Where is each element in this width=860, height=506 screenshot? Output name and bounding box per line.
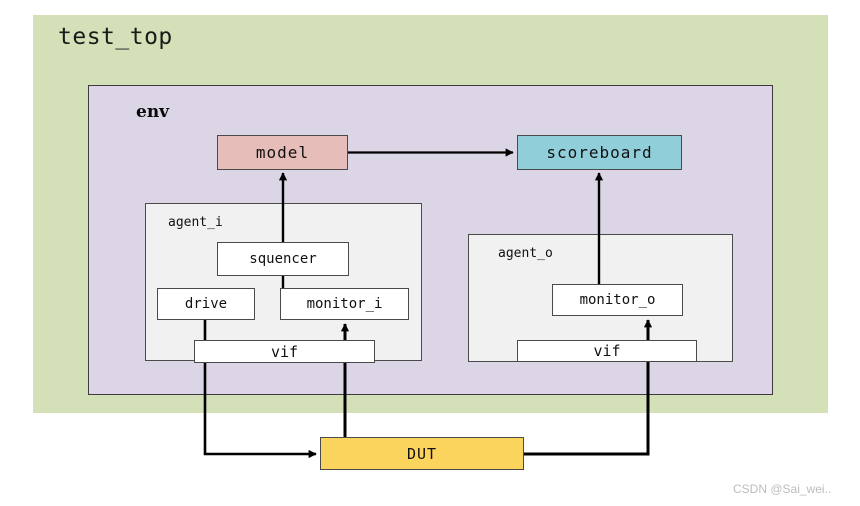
node-vif-o[interactable]: vif: [517, 340, 697, 362]
node-dut[interactable]: DUT: [320, 437, 524, 470]
node-drive[interactable]: drive: [157, 288, 255, 320]
test-top-title: test_top: [58, 24, 173, 50]
agent-i-label: agent_i: [168, 215, 223, 230]
env-label: env: [136, 102, 170, 122]
node-monitor-o[interactable]: monitor_o: [552, 284, 683, 316]
node-squencer[interactable]: squencer: [217, 242, 349, 276]
node-model[interactable]: model: [217, 135, 348, 170]
node-monitor-i[interactable]: monitor_i: [280, 288, 409, 320]
agent-o-label: agent_o: [498, 246, 553, 261]
watermark: CSDN @Sai_wei..: [733, 482, 832, 496]
node-scoreboard[interactable]: scoreboard: [517, 135, 682, 170]
node-vif-i[interactable]: vif: [194, 340, 375, 363]
